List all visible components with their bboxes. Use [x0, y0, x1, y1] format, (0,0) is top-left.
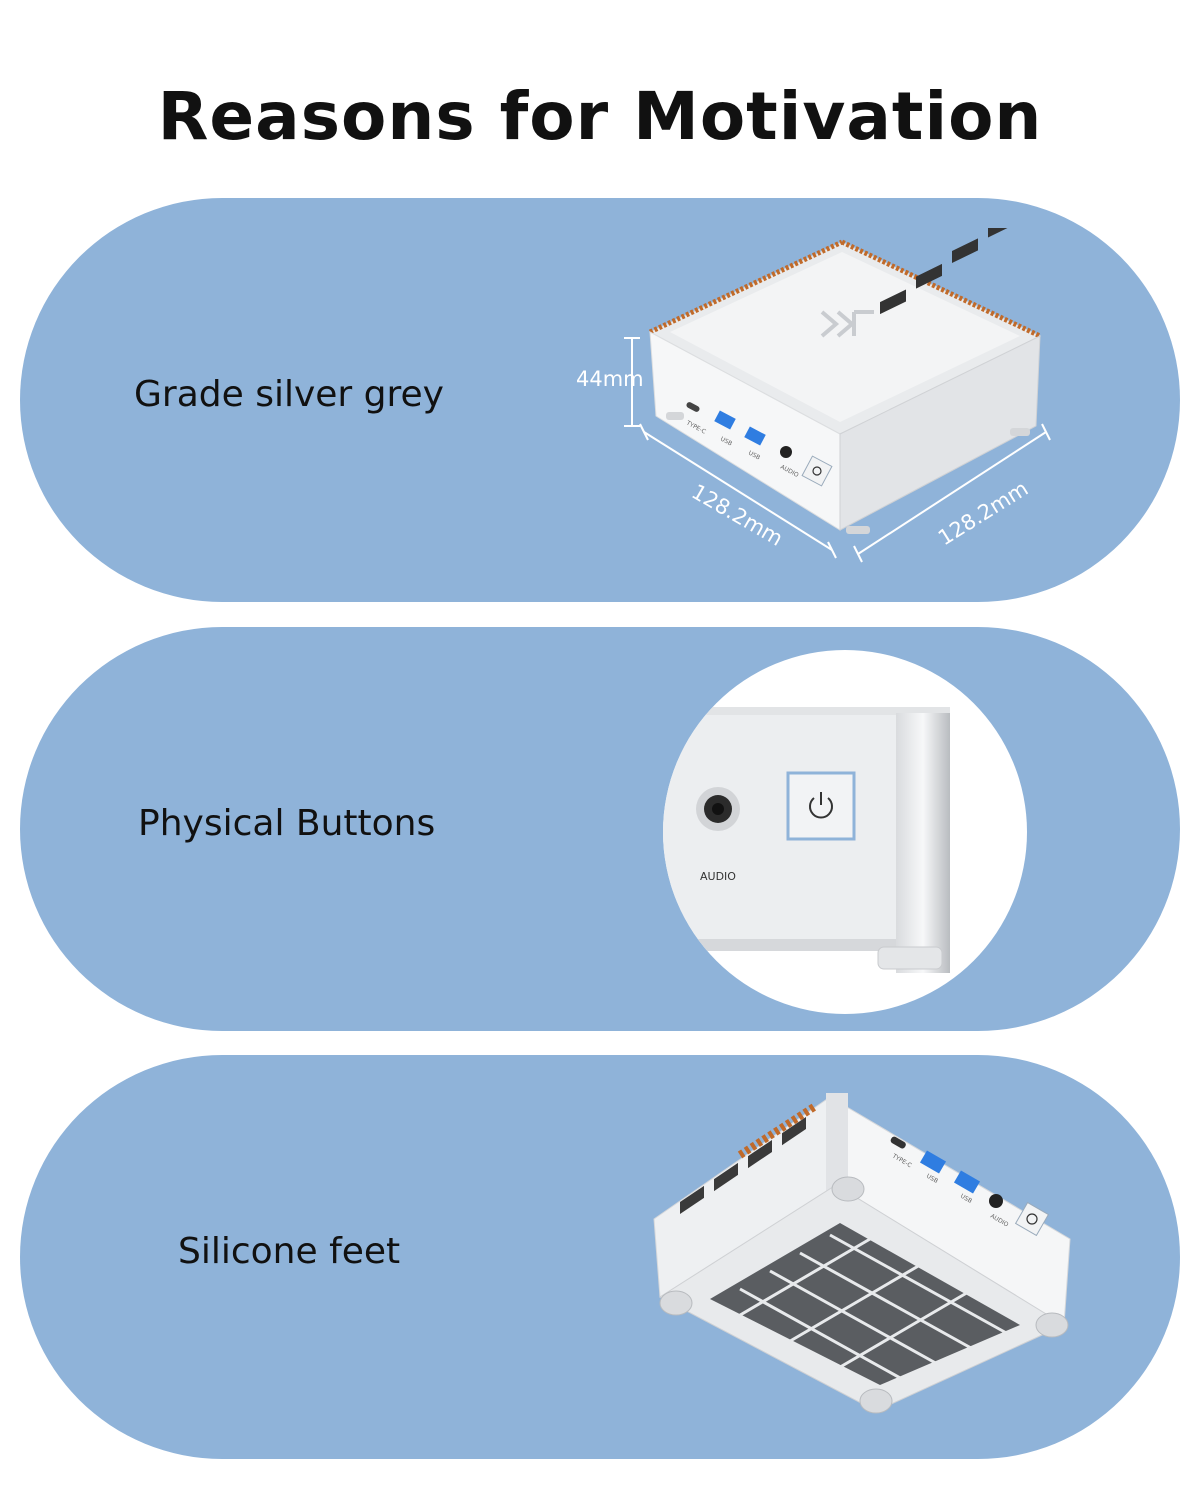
page-title: Reasons for Motivation — [157, 78, 1043, 155]
audio-jack-icon — [780, 446, 792, 458]
silicone-foot-icon — [877, 946, 943, 970]
feature-label: Physical Buttons — [138, 803, 436, 844]
usb-c-port-icon — [890, 1136, 906, 1149]
usb-port-icon — [919, 1150, 947, 1174]
feature-card-silicone-feet: Silicone feet TYPE-C USB USB AUDIO — [20, 1055, 1180, 1459]
audio-jack-icon — [989, 1194, 1003, 1208]
depth-dimension-label: 128.2mm — [934, 476, 1032, 550]
svg-text:USB: USB — [719, 436, 733, 448]
dimension-lines — [624, 337, 1051, 563]
feature-card-physical-buttons: Physical Buttons AUDIO — [20, 627, 1180, 1031]
device-right-face — [839, 335, 1041, 531]
vent-copper-rim-right — [840, 239, 1042, 339]
hex-pattern — [729, 1233, 1011, 1391]
power-button[interactable] — [801, 455, 833, 487]
silicone-foot-icon — [659, 1290, 693, 1316]
power-button[interactable] — [786, 771, 856, 841]
svg-text:USB: USB — [747, 450, 761, 462]
usb-port-icon — [953, 1170, 981, 1194]
height-dimension-label: 44mm — [576, 367, 644, 391]
feature-label: Silicone feet — [178, 1231, 401, 1272]
feature-card-silver-grey: Grade silver grey — [20, 198, 1180, 602]
side-vents — [880, 228, 1014, 315]
vent-copper-rim-left — [648, 239, 844, 335]
silicone-foot-icon — [831, 1176, 865, 1202]
usb-c-port-icon — [686, 402, 700, 412]
silicone-foot-icon — [1035, 1312, 1069, 1338]
silicone-feet — [659, 1176, 1069, 1414]
mini-pc-dimensions-image: TYPE-C USB USB AUDIO 44mm 128.2mm 128.2m… — [576, 228, 1051, 563]
power-button[interactable] — [1014, 1201, 1050, 1237]
side-vents — [680, 1117, 806, 1215]
silicone-foot-icon — [859, 1388, 893, 1414]
audio-port-label: AUDIO — [700, 870, 736, 883]
usb-port-icon — [714, 410, 736, 430]
feature-label: Grade silver grey — [134, 374, 444, 415]
mini-pc-underside-image: TYPE-C USB USB AUDIO — [653, 1093, 1071, 1414]
power-button-closeup-image: AUDIO — [663, 650, 1027, 1014]
usb-port-icon — [744, 426, 766, 446]
corner-pillar — [896, 713, 950, 973]
brand-logo-icon — [820, 310, 874, 338]
vent-grille — [710, 1223, 1020, 1385]
power-icon — [809, 792, 833, 819]
